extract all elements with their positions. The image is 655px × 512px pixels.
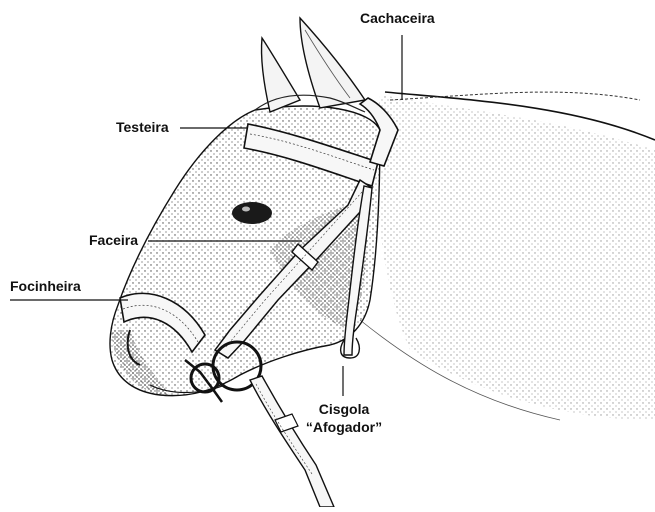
right-ear: [300, 18, 365, 108]
eye: [232, 202, 272, 224]
label-cisgola: Cisgola: [313, 401, 375, 417]
eye-highlight: [242, 207, 250, 212]
label-afogador: “Afogador”: [298, 419, 390, 435]
left-ear: [262, 38, 300, 112]
label-testeira: Testeira: [116, 119, 169, 135]
label-cachaceira: Cachaceira: [360, 10, 435, 26]
neck-shading: [376, 95, 655, 420]
label-focinheira: Focinheira: [10, 278, 81, 294]
label-faceira: Faceira: [89, 232, 138, 248]
